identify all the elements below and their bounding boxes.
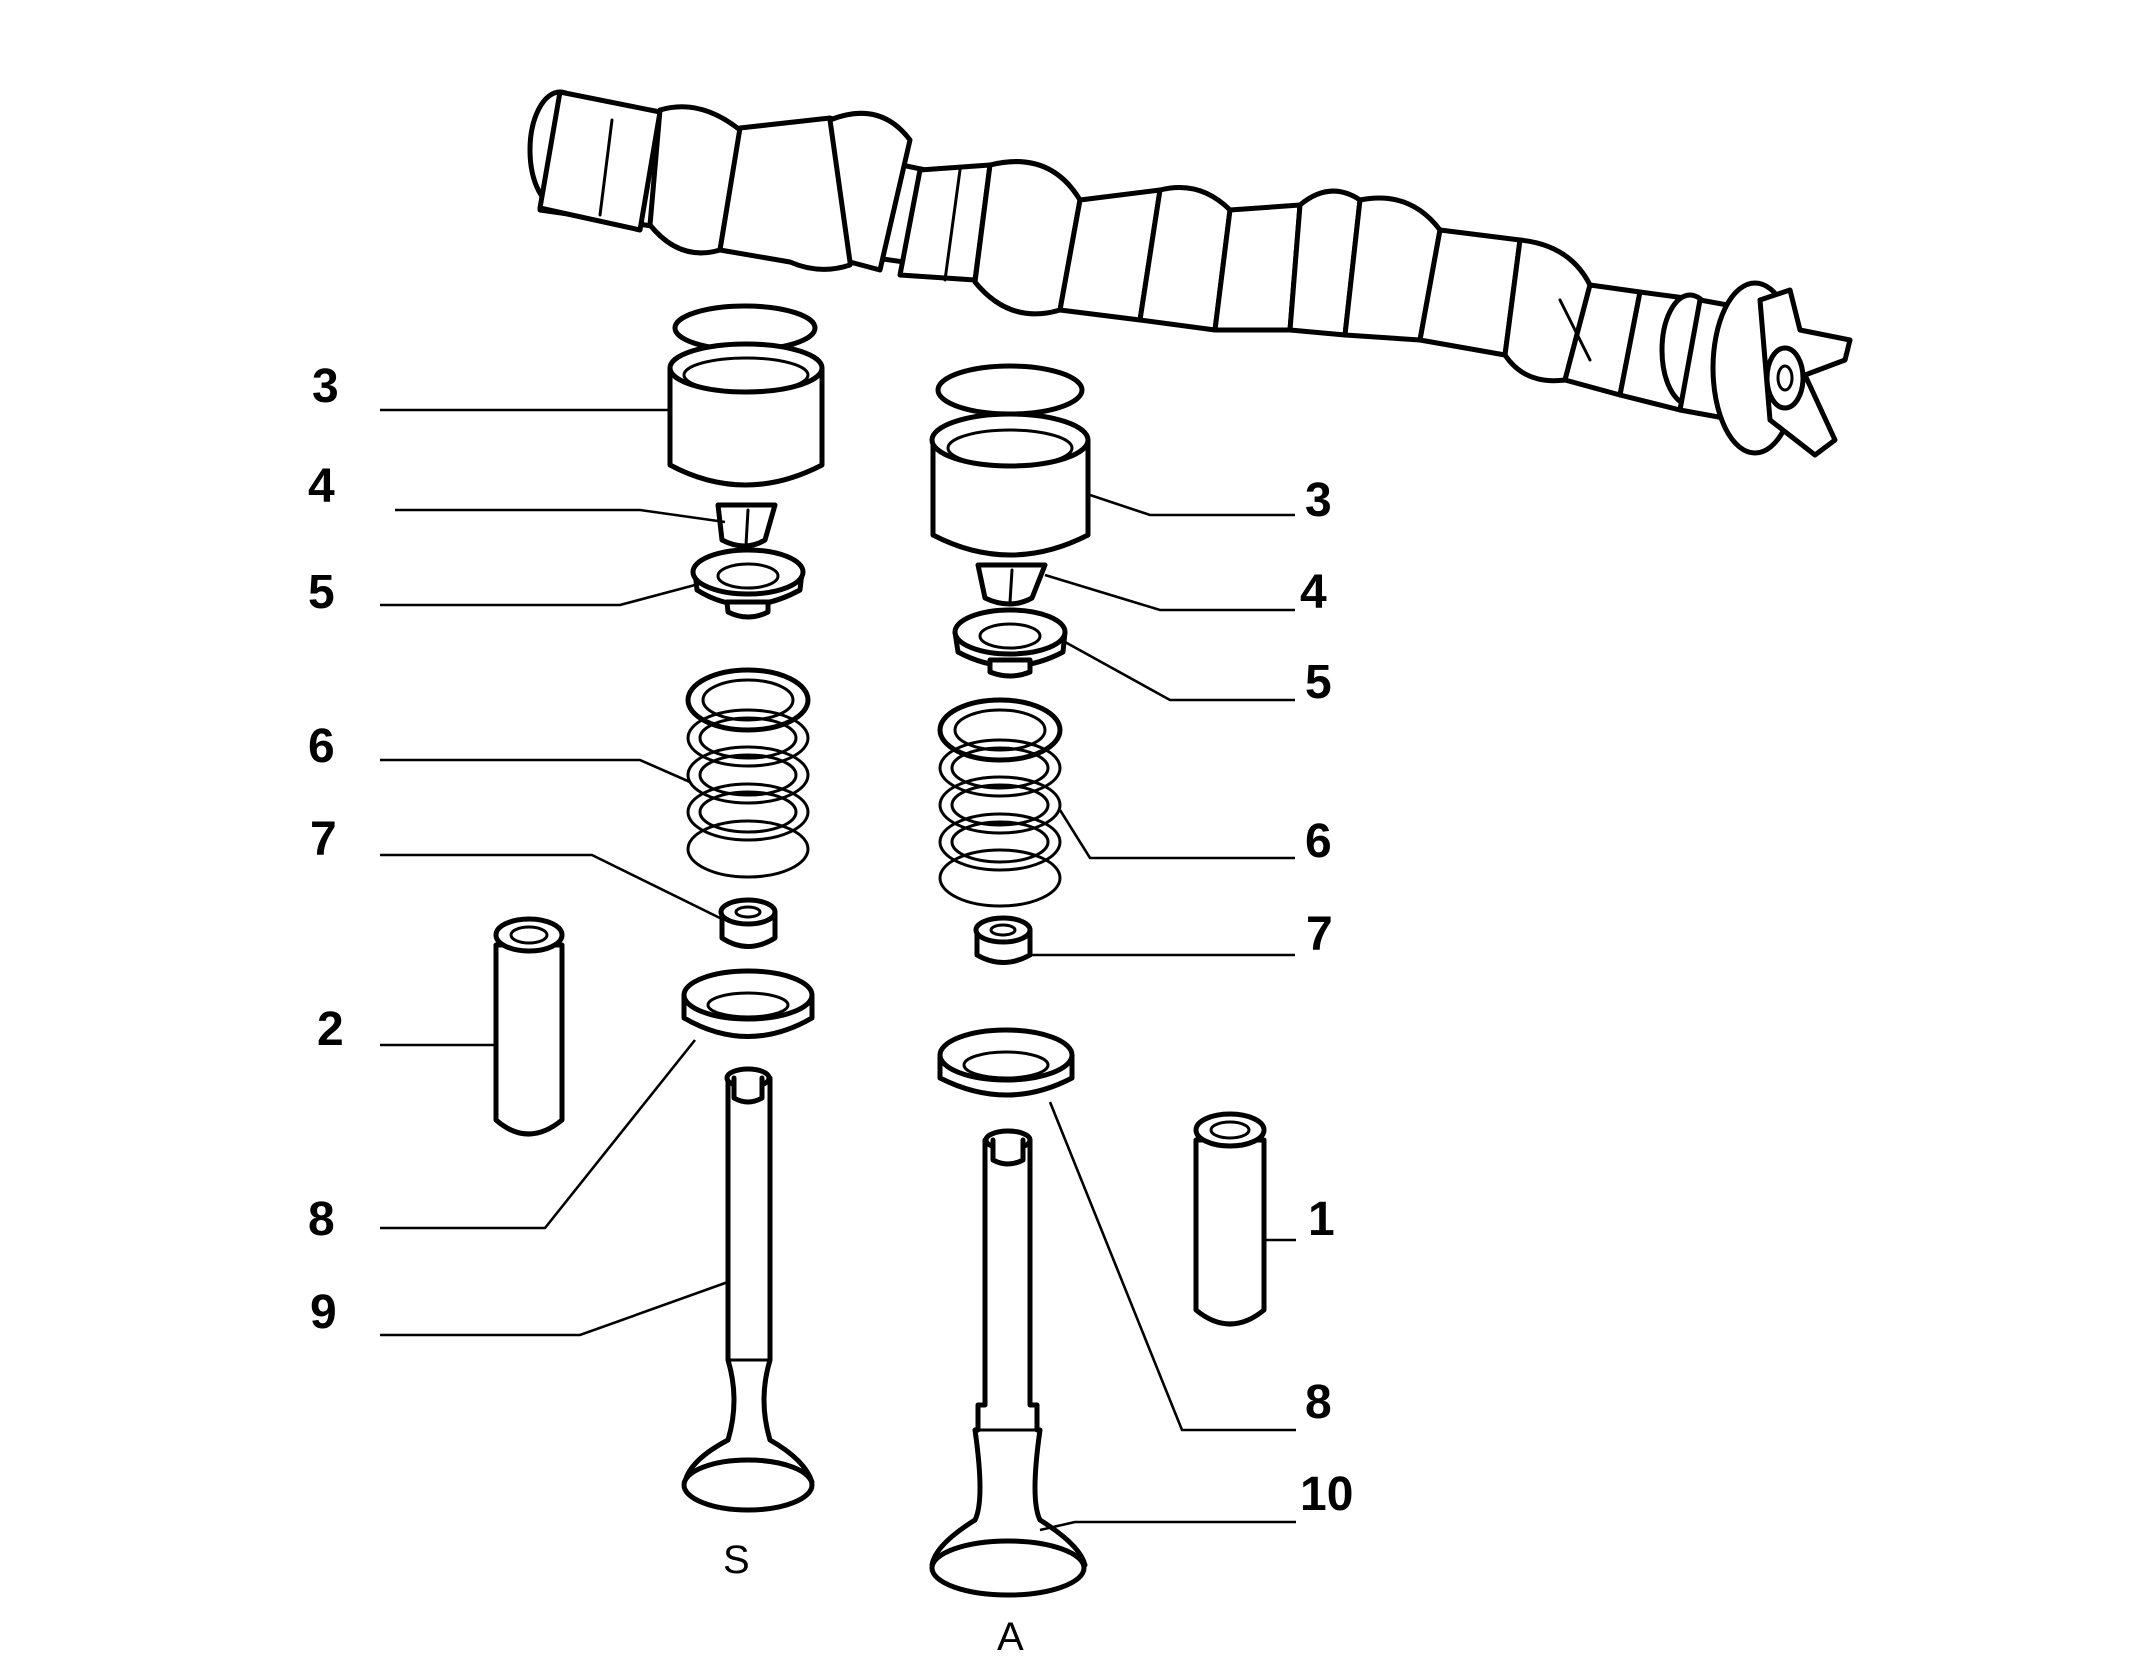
- left-valve-guide: [493, 916, 565, 1137]
- right-spring-seat: [937, 1027, 1075, 1098]
- left-spring-seat: [681, 968, 815, 1039]
- left-tappet: [667, 303, 825, 488]
- left-valve-spring: [685, 667, 811, 879]
- right-cotters: [975, 562, 1048, 607]
- callout-right-7: 7: [1306, 908, 1333, 961]
- callout-right-6: 6: [1305, 815, 1332, 868]
- callout-left-9: 9: [310, 1286, 337, 1339]
- left-cotters: [715, 502, 778, 549]
- leader-left-5: [380, 583, 696, 607]
- left-stem-seal: [718, 897, 778, 949]
- callout-right-1: 1: [1308, 1193, 1335, 1246]
- leader-lines: [380, 408, 1296, 1532]
- leader-left-8: [380, 1039, 697, 1230]
- callout-left-2: 2: [317, 1003, 344, 1056]
- leader-right-6: [1058, 809, 1295, 860]
- callout-right-5: 5: [1305, 656, 1332, 709]
- right-spring-cap: [952, 607, 1068, 679]
- intake-side-label: A: [997, 1615, 1024, 1659]
- exhaust-side-label: S: [723, 1538, 750, 1582]
- camshaft: [527, 89, 1853, 458]
- callout-right-3: 3: [1305, 474, 1332, 527]
- callouts: 3 4 5 6 7 2 8 9 3 4 5 6 7 1 8 10: [308, 360, 1353, 1521]
- callout-right-10: 10: [1300, 1468, 1353, 1521]
- callout-right-8: 8: [1305, 1376, 1332, 1429]
- leader-right-10: [1039, 1520, 1296, 1532]
- callout-left-3: 3: [312, 360, 339, 413]
- leader-left-4: [395, 508, 726, 524]
- right-tappet: [929, 363, 1091, 558]
- callout-left-7: 7: [310, 813, 337, 866]
- callout-left-5: 5: [308, 566, 335, 619]
- callout-left-4: 4: [308, 460, 335, 513]
- callout-right-4: 4: [1300, 566, 1327, 619]
- callout-left-8: 8: [308, 1193, 335, 1246]
- left-valve: [681, 1066, 815, 1513]
- leader-right-4: [1044, 573, 1295, 612]
- right-valve-guide: [1193, 1111, 1267, 1327]
- right-stem-seal: [973, 915, 1033, 965]
- leader-left-7: [380, 853, 725, 922]
- leader-left-6: [380, 758, 691, 784]
- right-valve-spring: [937, 697, 1063, 908]
- leader-left-9: [380, 1280, 729, 1337]
- callout-left-6: 6: [308, 720, 335, 773]
- leader-right-3: [1089, 493, 1295, 517]
- leader-right-8: [1048, 1101, 1296, 1432]
- right-valve: [929, 1128, 1088, 1598]
- left-valve-assembly: [493, 303, 825, 1513]
- left-spring-cap: [690, 547, 806, 620]
- leader-right-5: [1064, 640, 1295, 702]
- right-valve-assembly: [929, 363, 1267, 1598]
